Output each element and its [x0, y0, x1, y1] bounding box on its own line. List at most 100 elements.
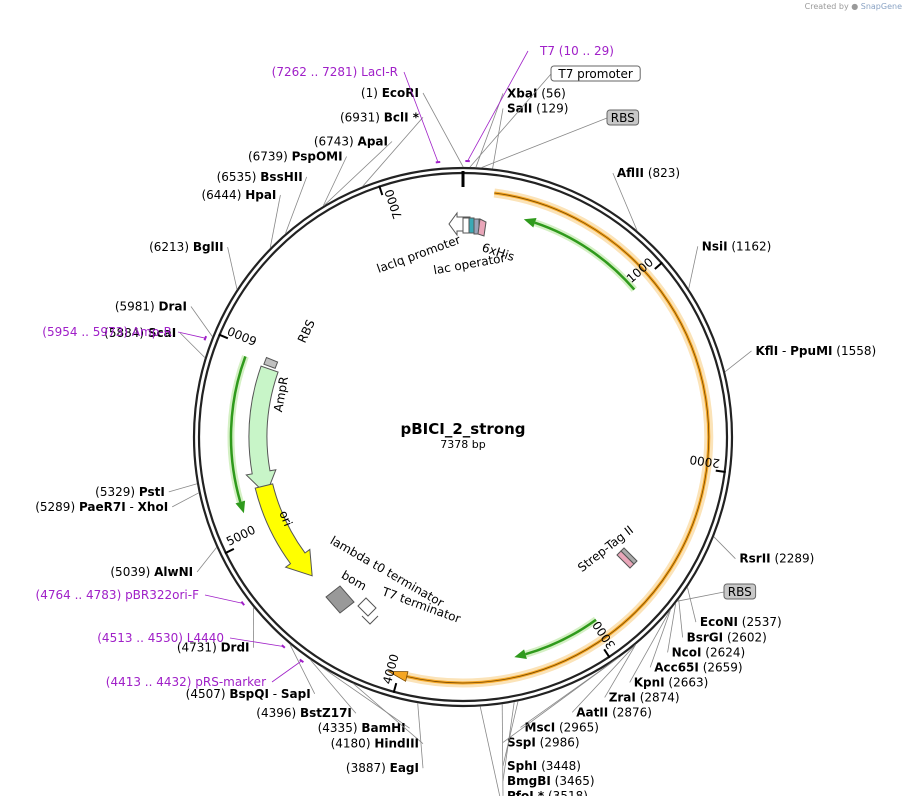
- site-label: (5289) PaeR7I - XhoI: [35, 500, 168, 514]
- restriction-site: EcoNI (2537): [700, 615, 782, 629]
- ruler-tick: [715, 469, 726, 473]
- restriction-site: (6931) BclI *: [340, 110, 420, 124]
- restriction-site: (5884) ScaI: [104, 326, 176, 340]
- ori-label: ori: [276, 509, 295, 529]
- his6-tag-glyph: [477, 218, 487, 237]
- ampr-feature-arrow: [245, 365, 279, 496]
- restriction-site: XbaI (56): [507, 86, 566, 100]
- green-arc: [534, 221, 636, 291]
- site-leader-line: [667, 603, 677, 653]
- feature-box-label: RBS: [611, 111, 635, 125]
- site-label: (6213) BglII: [149, 240, 224, 254]
- restriction-site: ZraI (2874): [609, 690, 680, 704]
- restriction-site: (5981) DraI: [115, 300, 187, 314]
- site-label: (6931) BclI *: [340, 110, 420, 124]
- boxed-leader-line: [481, 117, 608, 168]
- lac-operator-box: [462, 217, 470, 234]
- restriction-site: BmgBI (3465): [507, 774, 595, 788]
- feature-box: [606, 109, 640, 126]
- site-leader-line: [172, 492, 199, 508]
- green-arc: [525, 618, 597, 656]
- primer-label: (4413 .. 4432) pRS-marker: [106, 675, 266, 689]
- site-label: (5039) AlwNI: [110, 565, 193, 579]
- site-label: Acc65I (2659): [654, 660, 742, 674]
- feature-layer: [227, 188, 714, 688]
- primer-label: (4764 .. 4783) pBR322ori-F: [36, 588, 200, 602]
- primer-label: T7 (10 .. 29): [539, 44, 614, 58]
- restriction-site: PfoI * (3518): [507, 789, 588, 796]
- primer-leader-line: [271, 660, 302, 683]
- restriction-site: (4180) HindIII: [331, 737, 419, 751]
- restriction-site: SalI (129): [507, 101, 568, 115]
- site-label: (4335) BamHI: [318, 721, 406, 735]
- backbone-outer-ring: [192, 166, 734, 708]
- site-leader-line: [190, 306, 213, 337]
- restriction-site: Acc65I (2659): [654, 660, 742, 674]
- site-leader-line: [353, 683, 424, 745]
- site-label: BmgBI (3465): [507, 774, 595, 788]
- restriction-site: KpnI (2663): [634, 675, 709, 689]
- site-label: RsrII (2289): [739, 552, 814, 566]
- amp-green-arc: [229, 355, 247, 503]
- ampr-label: AmpR: [271, 375, 291, 413]
- site-leader-line: [678, 599, 683, 638]
- ruler-label: 6000: [225, 323, 259, 348]
- restriction-site: (4507) BspQI - SapI: [186, 687, 311, 701]
- feature-box-label: T7 promoter: [557, 67, 633, 81]
- site-leader-line: [323, 141, 393, 206]
- site-leader-line: [322, 156, 347, 207]
- site-label: AflII (823): [617, 166, 680, 180]
- site-leader-line: [417, 703, 424, 769]
- boxed-leader-line: [469, 73, 552, 168]
- site-label: (1) EcoRI: [361, 86, 419, 100]
- ruler-tick: [218, 333, 229, 340]
- snapgene-logo-icon: ●: [851, 2, 859, 11]
- site-leader-line: [713, 536, 736, 559]
- site-leader-line: [196, 547, 217, 573]
- restriction-site: SphI (3448): [507, 759, 581, 773]
- site-leader-line: [179, 332, 206, 358]
- restriction-site: BsrGI (2602): [687, 630, 767, 644]
- site-label: SphI (3448): [507, 759, 581, 773]
- ruler-label: 2000: [689, 452, 721, 470]
- ruler-label: 5000: [224, 523, 258, 549]
- feature-box: [550, 65, 641, 82]
- rbs-amp-block: [263, 356, 279, 369]
- site-leader-line: [227, 247, 238, 290]
- primer-mark: [240, 601, 245, 606]
- ruler-tick: [224, 548, 235, 555]
- restriction-site: (4335) BamHI: [318, 721, 406, 735]
- restriction-site: (5329) PstI: [95, 485, 165, 499]
- restriction-site: (6743) ApaI: [314, 135, 388, 149]
- site-leader-line: [629, 610, 671, 683]
- site-leader-line: [285, 176, 308, 234]
- site-leader-line: [321, 666, 410, 729]
- site-label: (6739) PspOMI: [248, 150, 343, 164]
- restriction-site: (6535) BssHII: [217, 170, 303, 184]
- site-label: (4396) BstZ17I: [256, 706, 352, 720]
- site-label: NsiI (1162): [702, 239, 771, 253]
- site-leader-line: [724, 350, 752, 373]
- restriction-site: AatII (2876): [576, 705, 652, 719]
- restriction-site: (4396) BstZ17I: [256, 706, 352, 720]
- ruler-label: 4000: [380, 652, 402, 685]
- restriction-site: (6213) BglII: [149, 240, 224, 254]
- site-leader-line: [501, 704, 504, 796]
- site-label: PfoI * (3518): [507, 789, 588, 796]
- site-leader-line: [168, 483, 198, 493]
- site-leader-line: [309, 659, 357, 714]
- site-leader-line: [362, 117, 424, 187]
- primer-leader-line: [229, 637, 284, 647]
- terminator-glyph: [357, 597, 379, 625]
- ruler-tick: [603, 648, 611, 659]
- restriction-site: (5289) PaeR7I - XhoI: [35, 500, 168, 514]
- site-leader-line: [502, 659, 616, 743]
- feature-box-label: RBS: [728, 585, 752, 599]
- site-label: (5329) PstI: [95, 485, 165, 499]
- restriction-site: (4731) DrdI: [177, 641, 250, 655]
- strep-tag-rbs-glyph: [620, 547, 638, 565]
- plasmid-name: pBICI_2_strong: [401, 420, 526, 438]
- site-leader-line: [687, 587, 697, 623]
- site-leader-line: [604, 644, 637, 698]
